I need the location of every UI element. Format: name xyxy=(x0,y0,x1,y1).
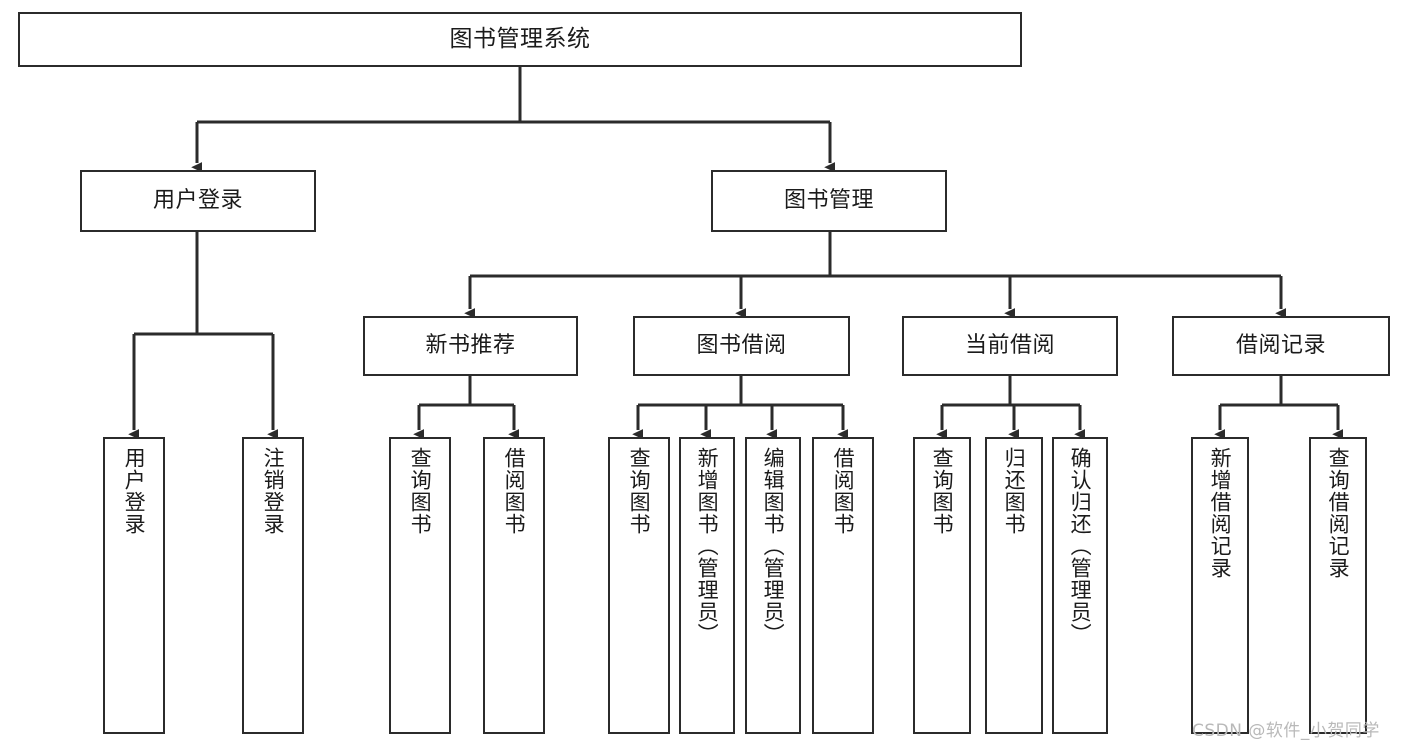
csdn-watermark: CSDN @软件_小贺同学 xyxy=(1192,721,1380,741)
node-current-borrow[interactable]: 当前借阅 xyxy=(902,316,1118,376)
node-leaf-add-borrow-record[interactable]: 新增借阅记录 xyxy=(1191,437,1249,734)
node-user-login-label: 用户登录 xyxy=(152,188,243,214)
node-user-login[interactable]: 用户登录 xyxy=(80,170,316,232)
node-new-book-recommend[interactable]: 新书推荐 xyxy=(363,316,578,376)
node-leaf-borrow-book-2-label: 借阅图书 xyxy=(831,447,856,535)
node-leaf-borrow-book-1-label: 借阅图书 xyxy=(502,447,527,535)
node-book-borrow[interactable]: 图书借阅 xyxy=(633,316,850,376)
node-leaf-borrow-book-2[interactable]: 借阅图书 xyxy=(812,437,874,734)
node-root-label: 图书管理系统 xyxy=(449,26,591,53)
node-new-book-recommend-label: 新书推荐 xyxy=(425,333,516,359)
node-leaf-edit-book-admin-label: 编辑图书（管理员） xyxy=(761,447,786,645)
node-leaf-query-book-1[interactable]: 查询图书 xyxy=(389,437,451,734)
node-borrow-record[interactable]: 借阅记录 xyxy=(1172,316,1390,376)
node-leaf-borrow-book-1[interactable]: 借阅图书 xyxy=(483,437,545,734)
node-leaf-query-book-3-label: 查询图书 xyxy=(930,447,955,535)
node-leaf-query-book-3[interactable]: 查询图书 xyxy=(913,437,971,734)
node-leaf-query-book-2[interactable]: 查询图书 xyxy=(608,437,670,734)
node-leaf-query-borrow-record-label: 查询借阅记录 xyxy=(1326,447,1351,579)
node-leaf-add-book-admin[interactable]: 新增图书（管理员） xyxy=(679,437,735,734)
node-leaf-return-book-label: 归还图书 xyxy=(1002,447,1027,535)
node-current-borrow-label: 当前借阅 xyxy=(964,333,1055,359)
node-leaf-user-login[interactable]: 用户登录 xyxy=(103,437,165,734)
node-book-borrow-label: 图书借阅 xyxy=(696,333,787,359)
node-borrow-record-label: 借阅记录 xyxy=(1235,333,1326,359)
node-leaf-confirm-return-admin-label: 确认归还（管理员） xyxy=(1068,447,1093,645)
node-book-manage-label: 图书管理 xyxy=(783,188,874,214)
node-leaf-query-book-1-label: 查询图书 xyxy=(408,447,433,535)
node-leaf-logout-login-label: 注销登录 xyxy=(261,447,286,535)
node-leaf-query-book-2-label: 查询图书 xyxy=(627,447,652,535)
node-leaf-return-book[interactable]: 归还图书 xyxy=(985,437,1043,734)
node-leaf-add-book-admin-label: 新增图书（管理员） xyxy=(695,447,720,645)
node-root[interactable]: 图书管理系统 xyxy=(18,12,1022,67)
node-leaf-logout-login[interactable]: 注销登录 xyxy=(242,437,304,734)
node-leaf-confirm-return-admin[interactable]: 确认归还（管理员） xyxy=(1052,437,1108,734)
node-book-manage[interactable]: 图书管理 xyxy=(711,170,947,232)
node-leaf-query-borrow-record[interactable]: 查询借阅记录 xyxy=(1309,437,1367,734)
node-leaf-user-login-label: 用户登录 xyxy=(122,447,147,535)
node-leaf-edit-book-admin[interactable]: 编辑图书（管理员） xyxy=(745,437,801,734)
node-leaf-add-borrow-record-label: 新增借阅记录 xyxy=(1208,447,1233,579)
